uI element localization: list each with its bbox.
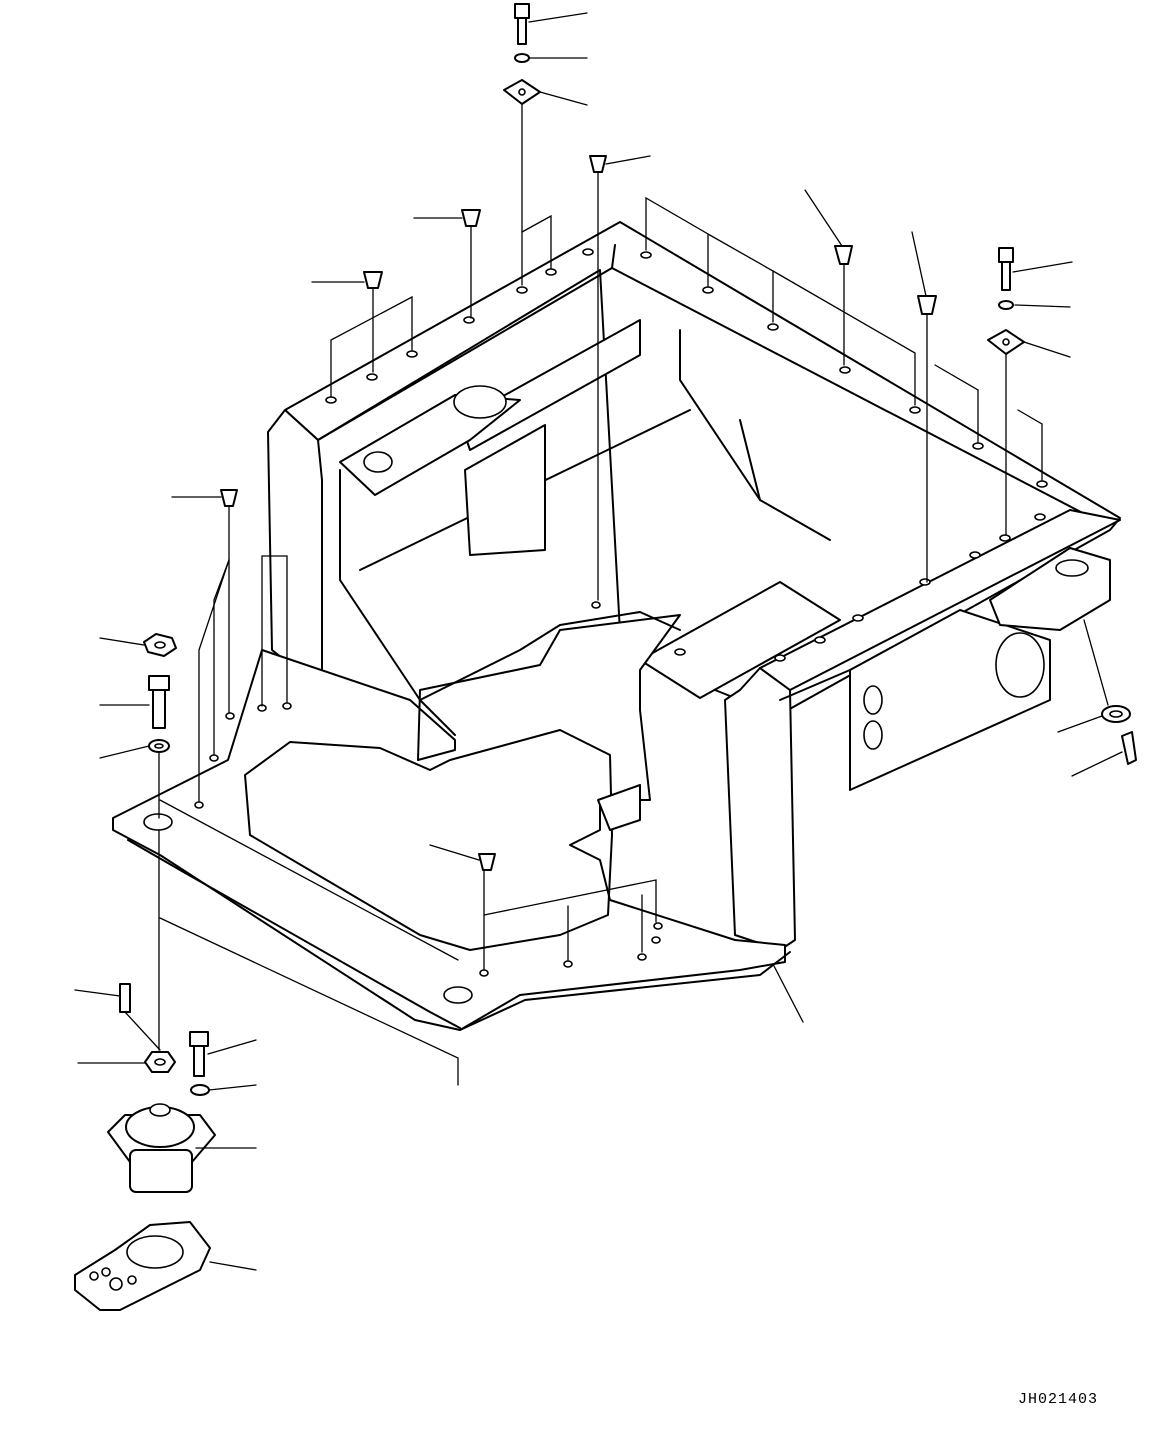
right-side-fasteners bbox=[1101, 705, 1137, 765]
rail-holes bbox=[194, 248, 1048, 977]
right-bolt-stack bbox=[987, 247, 1025, 355]
leader-lines bbox=[74, 12, 1123, 1271]
top-bolt-stack bbox=[503, 3, 541, 105]
drawing-code: JH021403 bbox=[1018, 1391, 1099, 1408]
floor-frame-top-rails bbox=[267, 221, 1121, 951]
caps bbox=[220, 155, 937, 871]
left-bolt-stack bbox=[143, 633, 177, 753]
bottom-parts bbox=[74, 983, 216, 1311]
inner-walls bbox=[339, 319, 1111, 831]
